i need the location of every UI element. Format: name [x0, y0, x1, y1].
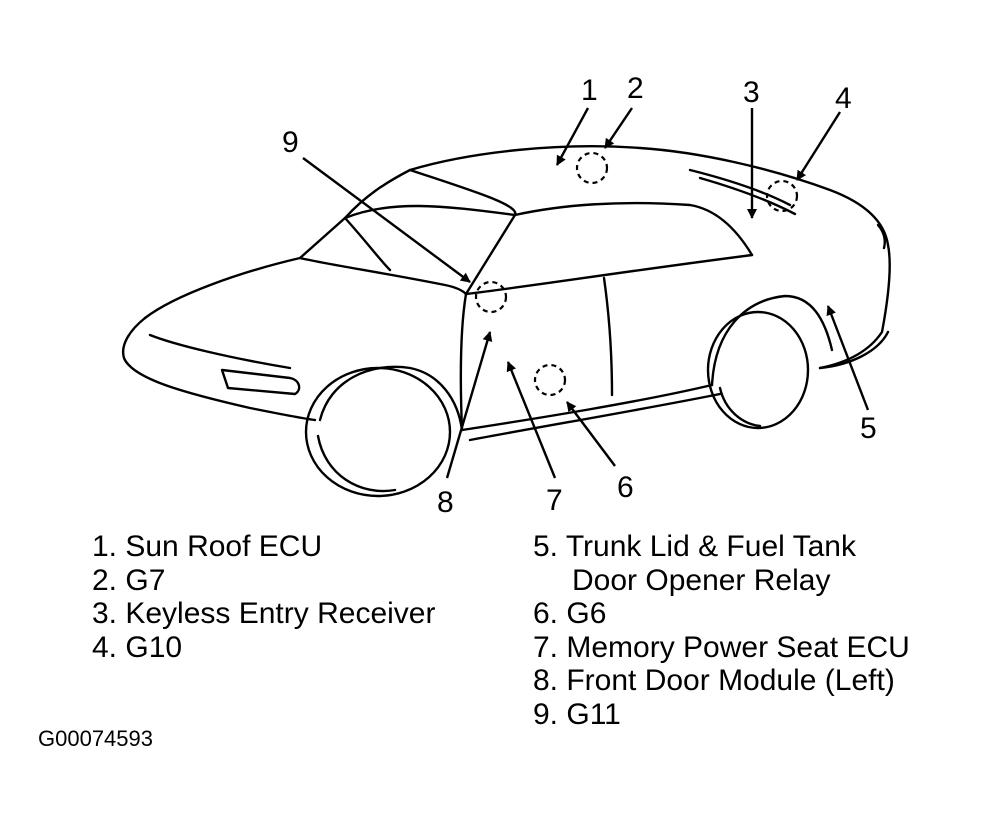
leader-lines	[302, 107, 870, 479]
figure-code: G00074593	[38, 726, 153, 751]
callout-3: 3	[743, 76, 760, 109]
legend-item-8: 8. Front Door Module (Left)	[533, 664, 895, 697]
legend-item-7: 7. Memory Power Seat ECU	[533, 630, 910, 664]
callout-6: 6	[617, 471, 634, 504]
legend-item-2: 2. G7	[92, 563, 166, 597]
callout-5: 5	[860, 412, 877, 445]
legend-item-3: 3. Keyless Entry Receiver	[92, 597, 436, 630]
callout-1: 1	[581, 74, 598, 107]
callout-4: 4	[835, 82, 852, 115]
leader-2	[604, 107, 633, 149]
marker-g11	[474, 280, 508, 314]
callout-8: 8	[437, 486, 454, 519]
leader-9	[302, 157, 471, 283]
leader-1	[555, 107, 590, 166]
leader-6	[566, 401, 616, 467]
callout-2: 2	[627, 72, 644, 105]
car-location-diagram: 1 2 3 4 5 6 7 8 9	[121, 72, 891, 519]
marker-g6	[533, 363, 567, 397]
leader-4	[795, 111, 842, 181]
legend-left-column: 1. Sun Roof ECU 2. G7 3. Keyless Entry R…	[92, 530, 435, 664]
legend-item-4: 4. G10	[92, 630, 183, 664]
location-markers	[474, 151, 799, 397]
legend-item-6: 6. G6	[533, 597, 607, 630]
legend-item-1: 1. Sun Roof ECU	[92, 530, 323, 563]
leader-5	[826, 305, 870, 411]
legend-item-5-continued: Door Opener Relay	[572, 563, 831, 597]
car-outline	[121, 145, 891, 498]
legend-item-5: 5. Trunk Lid & Fuel Tank	[533, 530, 856, 563]
callout-9: 9	[282, 126, 299, 159]
leader-7	[506, 361, 557, 479]
legend-item-9: 9. G11	[533, 697, 621, 731]
marker-g10	[765, 179, 799, 213]
leader-8	[445, 331, 493, 479]
legend-right-column: 5. Trunk Lid & Fuel Tank Door Opener Rel…	[533, 530, 910, 731]
marker-g7	[575, 151, 609, 185]
callout-7: 7	[546, 484, 563, 517]
callout-labels: 1 2 3 4 5 6 7 8 9	[282, 72, 877, 519]
